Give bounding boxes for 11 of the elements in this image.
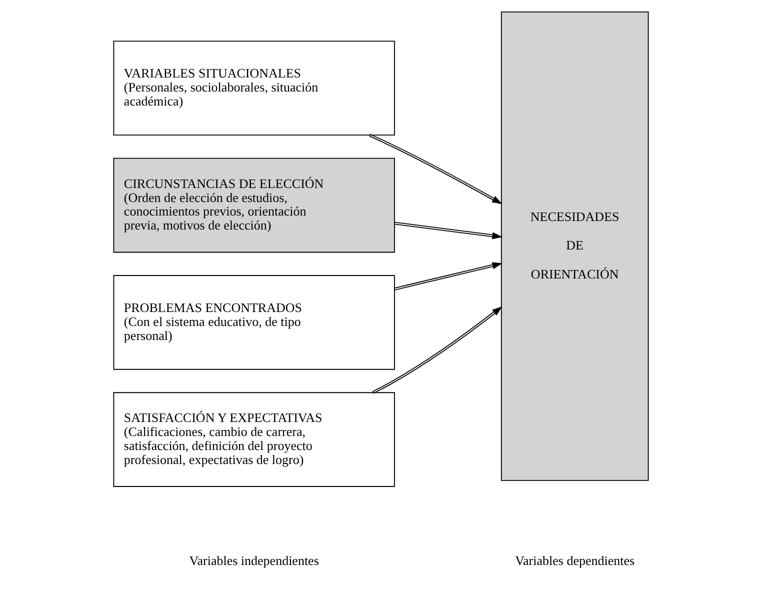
arrow xyxy=(394,262,502,290)
arrow xyxy=(371,306,502,394)
node-box: SATISFACCIÓN Y EXPECTATIVAS (Calificaciones, cambio de carrera, satisfacción, definición del proyecto profesional, expectativas de logro) xyxy=(112,392,394,487)
node-box: CIRCUNSTANCIAS DE ELECCIÓN (Orden de elección de estudios, conocimientos previos, orientación previa, motivos de elección) xyxy=(112,158,394,253)
arrow xyxy=(368,134,502,204)
node-box: PROBLEMAS ENCONTRADOS (Con el sistema educativo, de tipo personal) xyxy=(112,275,394,370)
label: Variables independientes xyxy=(188,552,318,568)
label: Variables dependientes xyxy=(514,552,634,568)
arrow xyxy=(394,222,502,240)
node-box: VARIABLES SITUACIONALES (Personales, sociolaborales, situación académica) xyxy=(112,40,394,136)
node-box: NECESIDADES DE ORIENTACIÓN xyxy=(500,11,648,481)
